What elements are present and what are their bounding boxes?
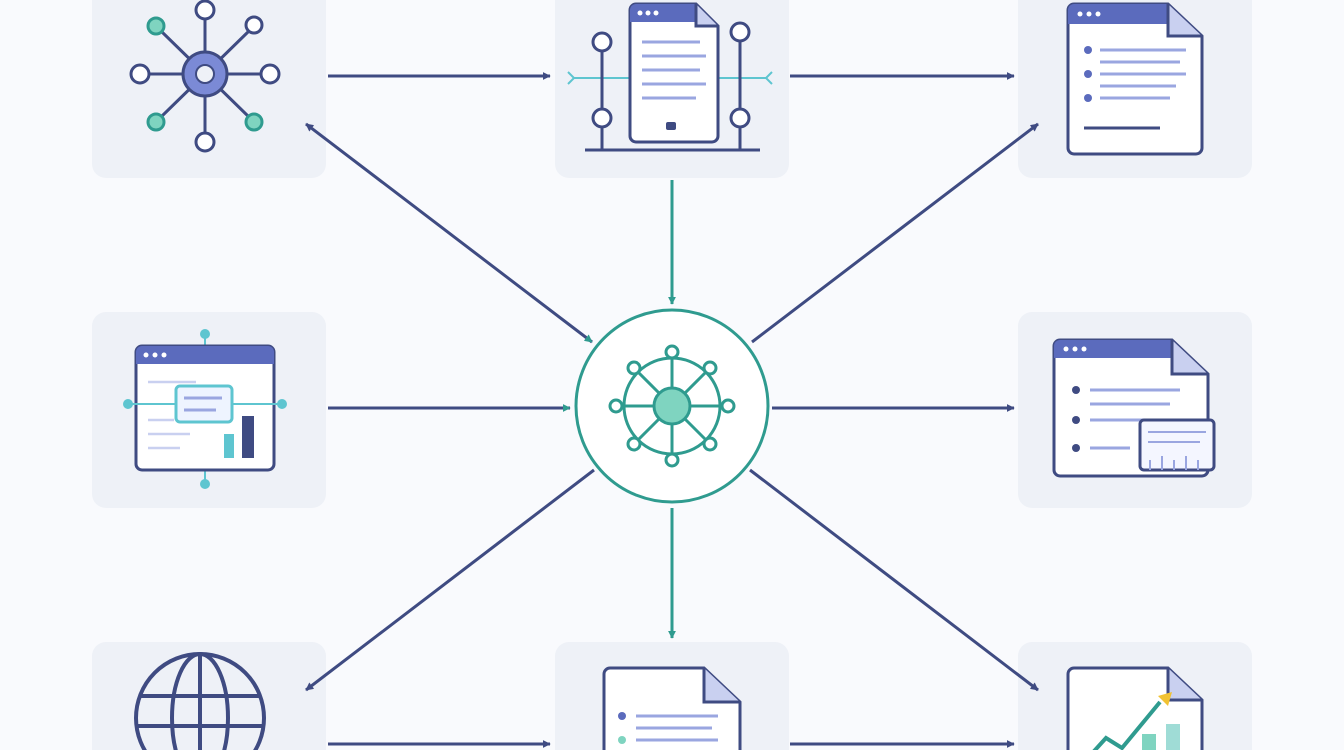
list-document-icon-bottom (602, 666, 742, 750)
globe-icon (134, 652, 266, 750)
dashboard-window-icon (123, 329, 287, 489)
network-node-icon (129, 0, 281, 153)
edge-hub-to-chart (749, 468, 1039, 692)
circuit-document-icon (567, 2, 773, 152)
edge-hub-to-globe (305, 468, 595, 692)
list-document-icon (1066, 2, 1204, 156)
report-document-icon (1052, 338, 1216, 478)
central-hub-icon (574, 308, 770, 504)
growth-chart-icon (1066, 666, 1204, 750)
edge-hub-network (305, 122, 593, 344)
edge-hub-to-doc-top (751, 122, 1039, 344)
edges (305, 72, 1039, 748)
